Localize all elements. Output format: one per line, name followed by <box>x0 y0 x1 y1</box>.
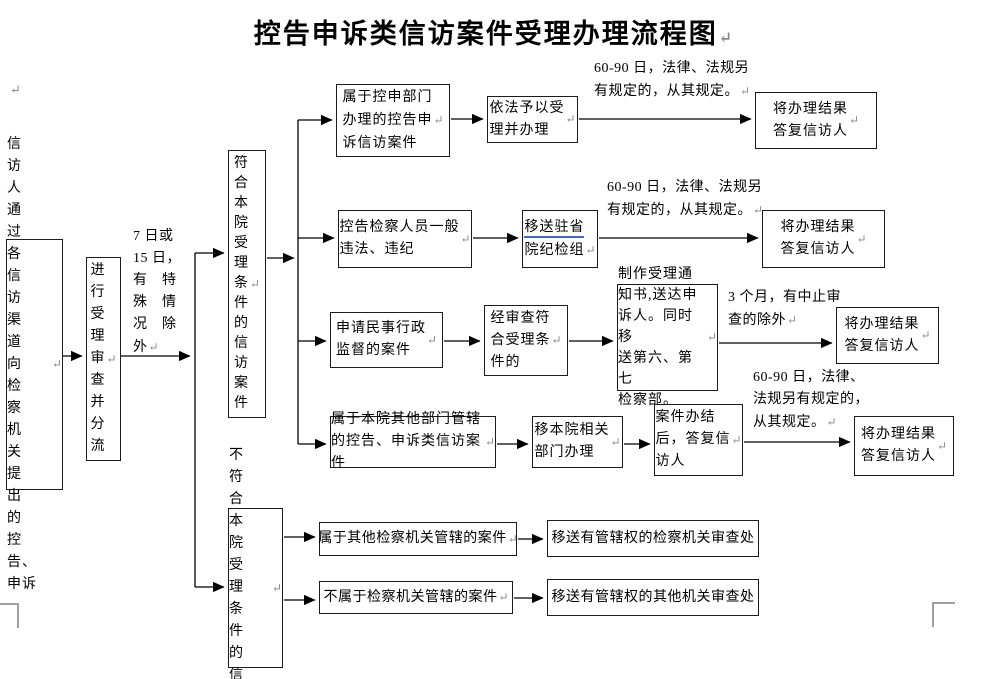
return-mark: ↵ <box>585 242 596 257</box>
return-mark: ↵ <box>10 82 21 97</box>
label-time-row2-text: 60-90 日，法律、法规另 有规定的，从其规定。 <box>607 180 763 218</box>
node-row1-case-type: 属于控申部门 办理的控告申 诉信访案件↵ <box>336 84 450 157</box>
node-row4-case-type-text: 属于本院其他部门管辖 的控告、申诉类信访案件 <box>331 412 481 471</box>
node-non-procuratorate-case-text: 不属于检察机关管辖的案件 <box>323 589 498 605</box>
return-mark: ↵ <box>718 30 733 47</box>
node-triage: 进 行 受 理 审 查 并 分 流↵ <box>86 257 121 461</box>
return-mark: ↵ <box>106 351 117 366</box>
node-row2-case-type-text: 控告检察人员一般 违法、违纪 <box>339 220 460 257</box>
node-row2-reply: 将办理结果 答复信访人↵ <box>762 210 885 268</box>
return-mark: ↵ <box>148 340 159 354</box>
node-row2-transfer: 移送驻省 院纪检组↵ <box>522 210 598 268</box>
node-row4-transfer-text: 移本院相关 部门办理 <box>534 423 610 460</box>
return-mark: ↵ <box>936 438 948 453</box>
return-mark: ↵ <box>51 357 62 371</box>
node-row3-reply: 将办理结果 答复信访人↵ <box>836 307 939 364</box>
node-row4-case-type: 属于本院其他部门管辖 的控告、申诉类信访案件↵ <box>330 412 496 471</box>
return-mark: ↵ <box>787 313 798 327</box>
page-corner-mark-bottom-right <box>932 602 955 627</box>
label-time-row3: 3 个月，有中止审 查的除外↵ <box>728 287 898 332</box>
node-row4-reply: 将办理结果 答复信访人↵ <box>854 416 954 476</box>
return-mark: ↵ <box>848 113 860 127</box>
node-transfer-other-organ-text: 移送有管辖权的其他机关审查处 <box>551 589 755 605</box>
node-row2-transfer-text: 院纪检组 <box>524 242 585 258</box>
node-accept-condition: 符 合 本 院 受 理 条 件 的 信 访 案 件↵ <box>228 150 266 418</box>
return-mark: ↵ <box>249 276 261 291</box>
return-mark: ↵ <box>610 434 621 449</box>
return-mark: ↵ <box>484 434 495 449</box>
node-row3-notice-text: 制作受理通 知书,送达申 诉人。同时移 送第六、第七 检察部。 <box>618 267 698 408</box>
return-mark: ↵ <box>507 531 518 546</box>
node-other-procuratorate-case-text: 属于其他检察机关管辖的案件 <box>318 531 507 546</box>
node-row4-conclude: 案件办结 后，答复信 访人↵ <box>654 404 743 476</box>
node-other-procuratorate-case: 属于其他检察机关管辖的案件↵ <box>318 522 518 556</box>
node-transfer-procuratorate: 移送有管辖权的检察机关审查处 <box>547 520 759 557</box>
return-mark: ↵ <box>740 84 751 98</box>
node-reject-condition-text: 不 符 合 本 院 受 理 条 件 的 信 访 案件 <box>229 448 244 679</box>
return-mark: ↵ <box>460 231 471 246</box>
node-row1-accept-handle: 依法予以受 理并办理↵ <box>487 96 578 143</box>
label-deadline-mid-text: 7 日或 15 日， 有 特 殊 情 况 除 外 <box>133 229 181 355</box>
node-row4-conclude-text: 案件办结 后，答复信 访人 <box>655 410 731 469</box>
node-row2-case-type: 控告检察人员一般 违法、违纪↵ <box>338 210 472 268</box>
node-row1-accept-handle-text: 依法予以受 理并办理 <box>489 100 565 138</box>
node-source: 信 访 人 通 过 各 信 访 渠 道 向 检 察 机 关 提 出 的 控告、 … <box>6 137 63 592</box>
return-mark: ↵ <box>426 332 438 347</box>
node-row4-transfer: 移本院相关 部门办理↵ <box>532 416 623 468</box>
return-mark: ↵ <box>920 328 931 342</box>
node-row1-reply: 将办理结果 答复信访人↵ <box>755 92 877 149</box>
page-title: 控告申诉类信访案件受理办理流程图↵ <box>0 12 986 51</box>
node-transfer-procuratorate-text: 移送有管辖权的检察机关审查处 <box>551 530 755 546</box>
label-time-row1-text: 60-90 日，法律、法规另 有规定的，从其规定。 <box>594 61 750 99</box>
node-row3-notice: 制作受理通 知书,送达申 诉人。同时移 送第六、第七 检察部。 ↵ <box>617 267 718 408</box>
return-mark: ↵ <box>498 590 509 604</box>
return-mark: ↵ <box>433 113 444 127</box>
return-mark: ↵ <box>753 203 764 217</box>
label-time-row3-text: 3 个月，有中止审 查的除外 <box>728 290 841 328</box>
node-row1-case-type-text: 属于控申部门 办理的控告申 诉信访案件 <box>342 90 433 151</box>
page-corner-mark-bottom-left <box>0 603 19 628</box>
label-time-row4: 60-90 日，法律、 法规另有规定的， 从其规定。↵ <box>753 367 903 434</box>
return-mark: ↵ <box>856 231 867 246</box>
node-accept-condition-text: 符 合 本 院 受 理 条 件 的 信 访 案 件 <box>233 156 249 411</box>
return-mark: ↵ <box>565 112 576 126</box>
return-mark: ↵ <box>731 432 742 447</box>
node-triage-text: 进 行 受 理 审 查 并 分 流 <box>90 263 106 454</box>
return-mark: ↵ <box>826 415 837 429</box>
node-row3-review: 经审查符 合受理条 件的↵ <box>484 305 568 376</box>
return-mark: ↵ <box>706 330 717 344</box>
node-row3-case-type: 申请民事行政 监督的案件↵ <box>330 312 443 368</box>
node-row3-case-type-text: 申请民事行政 监督的案件 <box>335 321 426 358</box>
node-row2-transfer-underlined-text: 移送驻省 <box>524 219 585 238</box>
return-mark: ↵ <box>551 333 562 347</box>
label-time-row2: 60-90 日，法律、法规另 有规定的，从其规定。↵ <box>607 177 807 222</box>
node-row3-review-text: 经审查符 合受理条 件的 <box>490 310 551 370</box>
node-source-text: 信 访 人 通 过 各 信 访 渠 道 向 检 察 机 关 提 出 的 控告、 … <box>7 136 37 592</box>
return-mark: ↵ <box>271 580 282 595</box>
label-time-row1: 60-90 日，法律、法规另 有规定的，从其规定。↵ <box>594 58 794 103</box>
label-time-row4-text: 60-90 日，法律、 法规另有规定的， 从其规定。 <box>753 370 869 430</box>
node-row1-reply-text: 将办理结果 答复信访人 <box>772 101 848 139</box>
page-title-text: 控告申诉类信访案件受理办理流程图 <box>253 19 718 49</box>
node-row2-reply-text: 将办理结果 答复信访人 <box>780 220 856 257</box>
label-deadline-mid: 7 日或 15 日， 有 特 殊 情 况 除 外↵ <box>133 226 203 359</box>
node-row4-reply-text: 将办理结果 答复信访人 <box>860 427 936 464</box>
node-non-procuratorate-case: 不属于检察机关管辖的案件↵ <box>319 581 513 614</box>
node-reject-condition: 不 符 合 本 院 受 理 条 件 的 信 访 案件 ↵ <box>228 448 283 679</box>
node-transfer-other-organ: 移送有管辖权的其他机关审查处 <box>547 579 759 616</box>
node-row3-reply-text: 将办理结果 答复信访人 <box>844 316 920 354</box>
